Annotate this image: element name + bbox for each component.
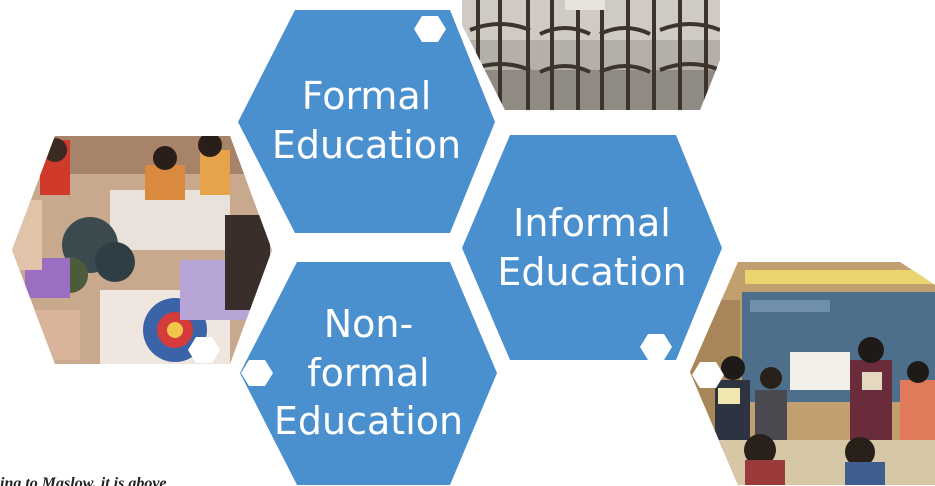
- hexagon-dot-nonformal: [241, 360, 273, 386]
- photo-children-painting: [12, 136, 272, 364]
- hexagon-dot-top: [414, 16, 446, 42]
- caption-text: ing to Maslow, it is above: [0, 475, 167, 486]
- hexagon-nonformal-education: [240, 262, 497, 485]
- hexagon-informal-education: [462, 135, 722, 360]
- hexagon-formal-education: [238, 10, 495, 233]
- photo-classroom-chairs: [462, 0, 720, 110]
- hexagon-dot-left: [188, 337, 220, 363]
- hexagon-dot-right: [692, 362, 724, 388]
- hexagon-dot-informal: [640, 334, 672, 360]
- photo-classroom-students: [690, 262, 935, 485]
